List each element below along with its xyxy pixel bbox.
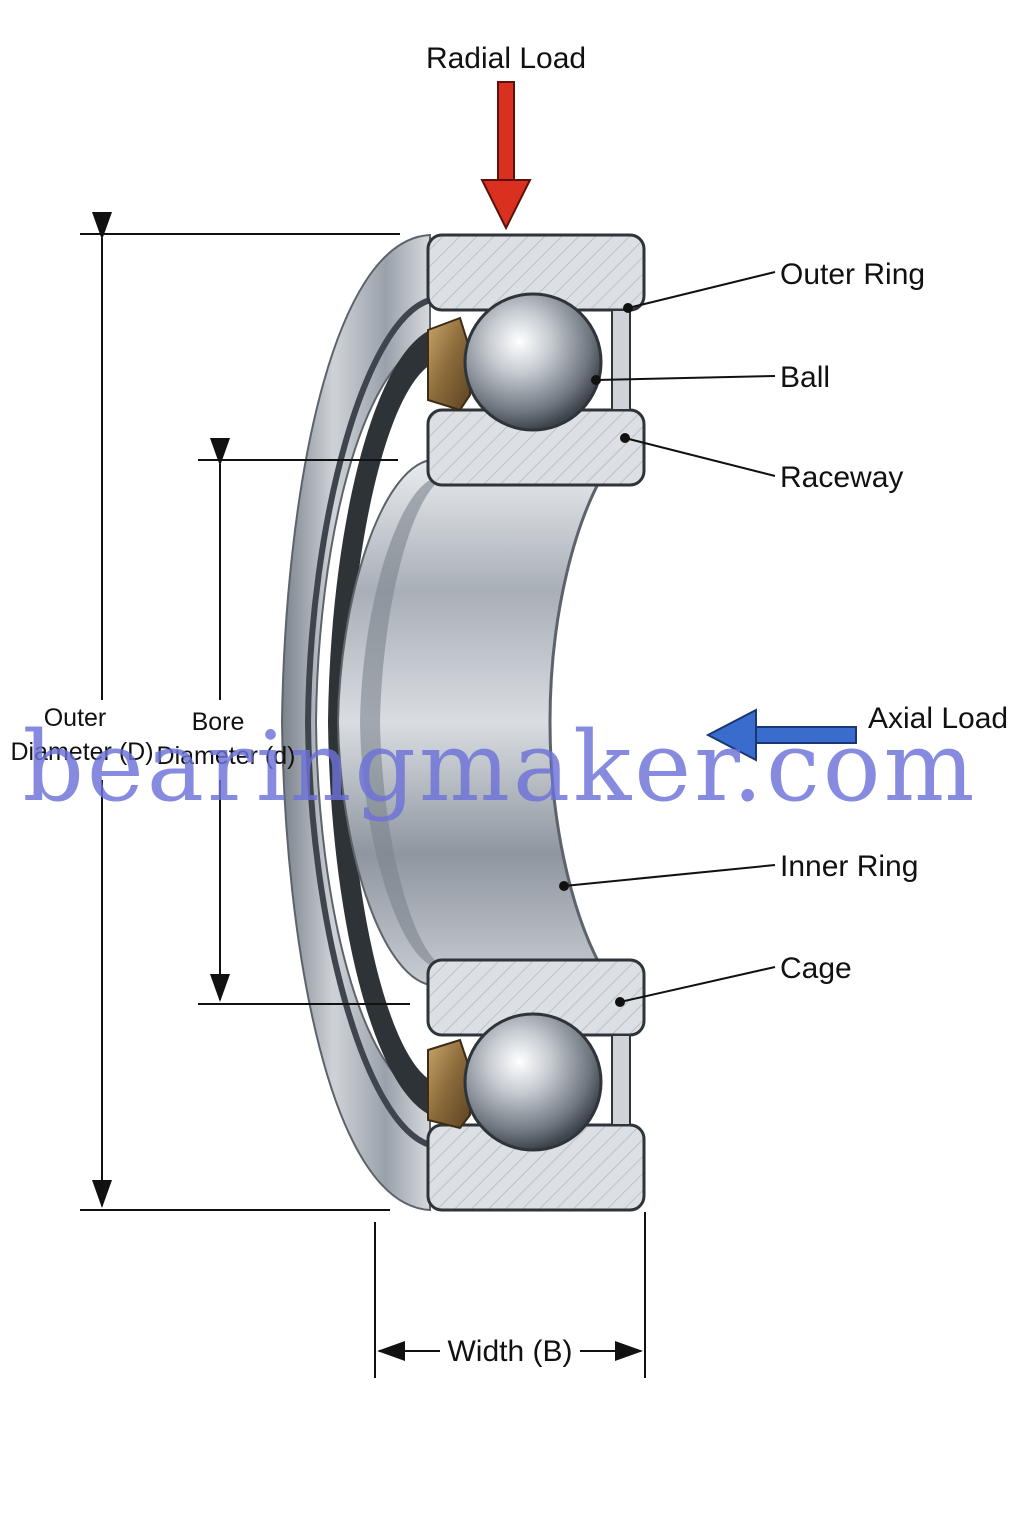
outer-ring-inner-groove: [304, 297, 432, 1148]
width-dimension: [374, 1212, 646, 1378]
cage-label: Cage: [780, 952, 852, 985]
bottom-section: [426, 958, 646, 1212]
seal-band: [328, 330, 430, 1115]
axial-load-label: Axial Load: [868, 702, 1008, 735]
bore-diameter-dimension: [198, 438, 410, 1005]
outer-ring-face: [280, 233, 431, 1212]
ball-bottom: [463, 1012, 603, 1152]
bearing-body: [280, 233, 614, 1212]
radial-load-arrow: [480, 81, 532, 231]
leader-lines: [559, 271, 776, 1007]
axial-load-arrow: [705, 708, 857, 762]
cage-top: [427, 316, 471, 412]
outer-diameter-label-line1: Outer: [44, 704, 107, 732]
outer-diameter-label-line2: Diameter (D): [10, 738, 153, 766]
inner-ring-edge: [548, 459, 614, 986]
width-label: Width (B): [447, 1335, 572, 1368]
watermark-text: bearingmaker.com: [22, 711, 977, 823]
raceway-gap-bottom: [611, 1034, 631, 1126]
inner-ring-label: Inner Ring: [780, 850, 918, 883]
inner-ring-bore-shade: [360, 480, 440, 965]
raceway-gap-top: [611, 309, 631, 411]
ball-top: [463, 292, 603, 432]
cage-bottom: [427, 1038, 471, 1130]
top-section: [426, 233, 646, 487]
outer-ring-label: Outer Ring: [780, 258, 925, 291]
outer-diameter-dimension: [80, 212, 400, 1211]
bore-diameter-label-line1: Bore: [192, 708, 245, 736]
raceway-label: Raceway: [780, 461, 903, 494]
bore-diameter-label-line2: Diameter (d): [157, 742, 296, 770]
ball-label: Ball: [780, 361, 830, 394]
radial-load-label: Radial Load: [426, 42, 586, 75]
